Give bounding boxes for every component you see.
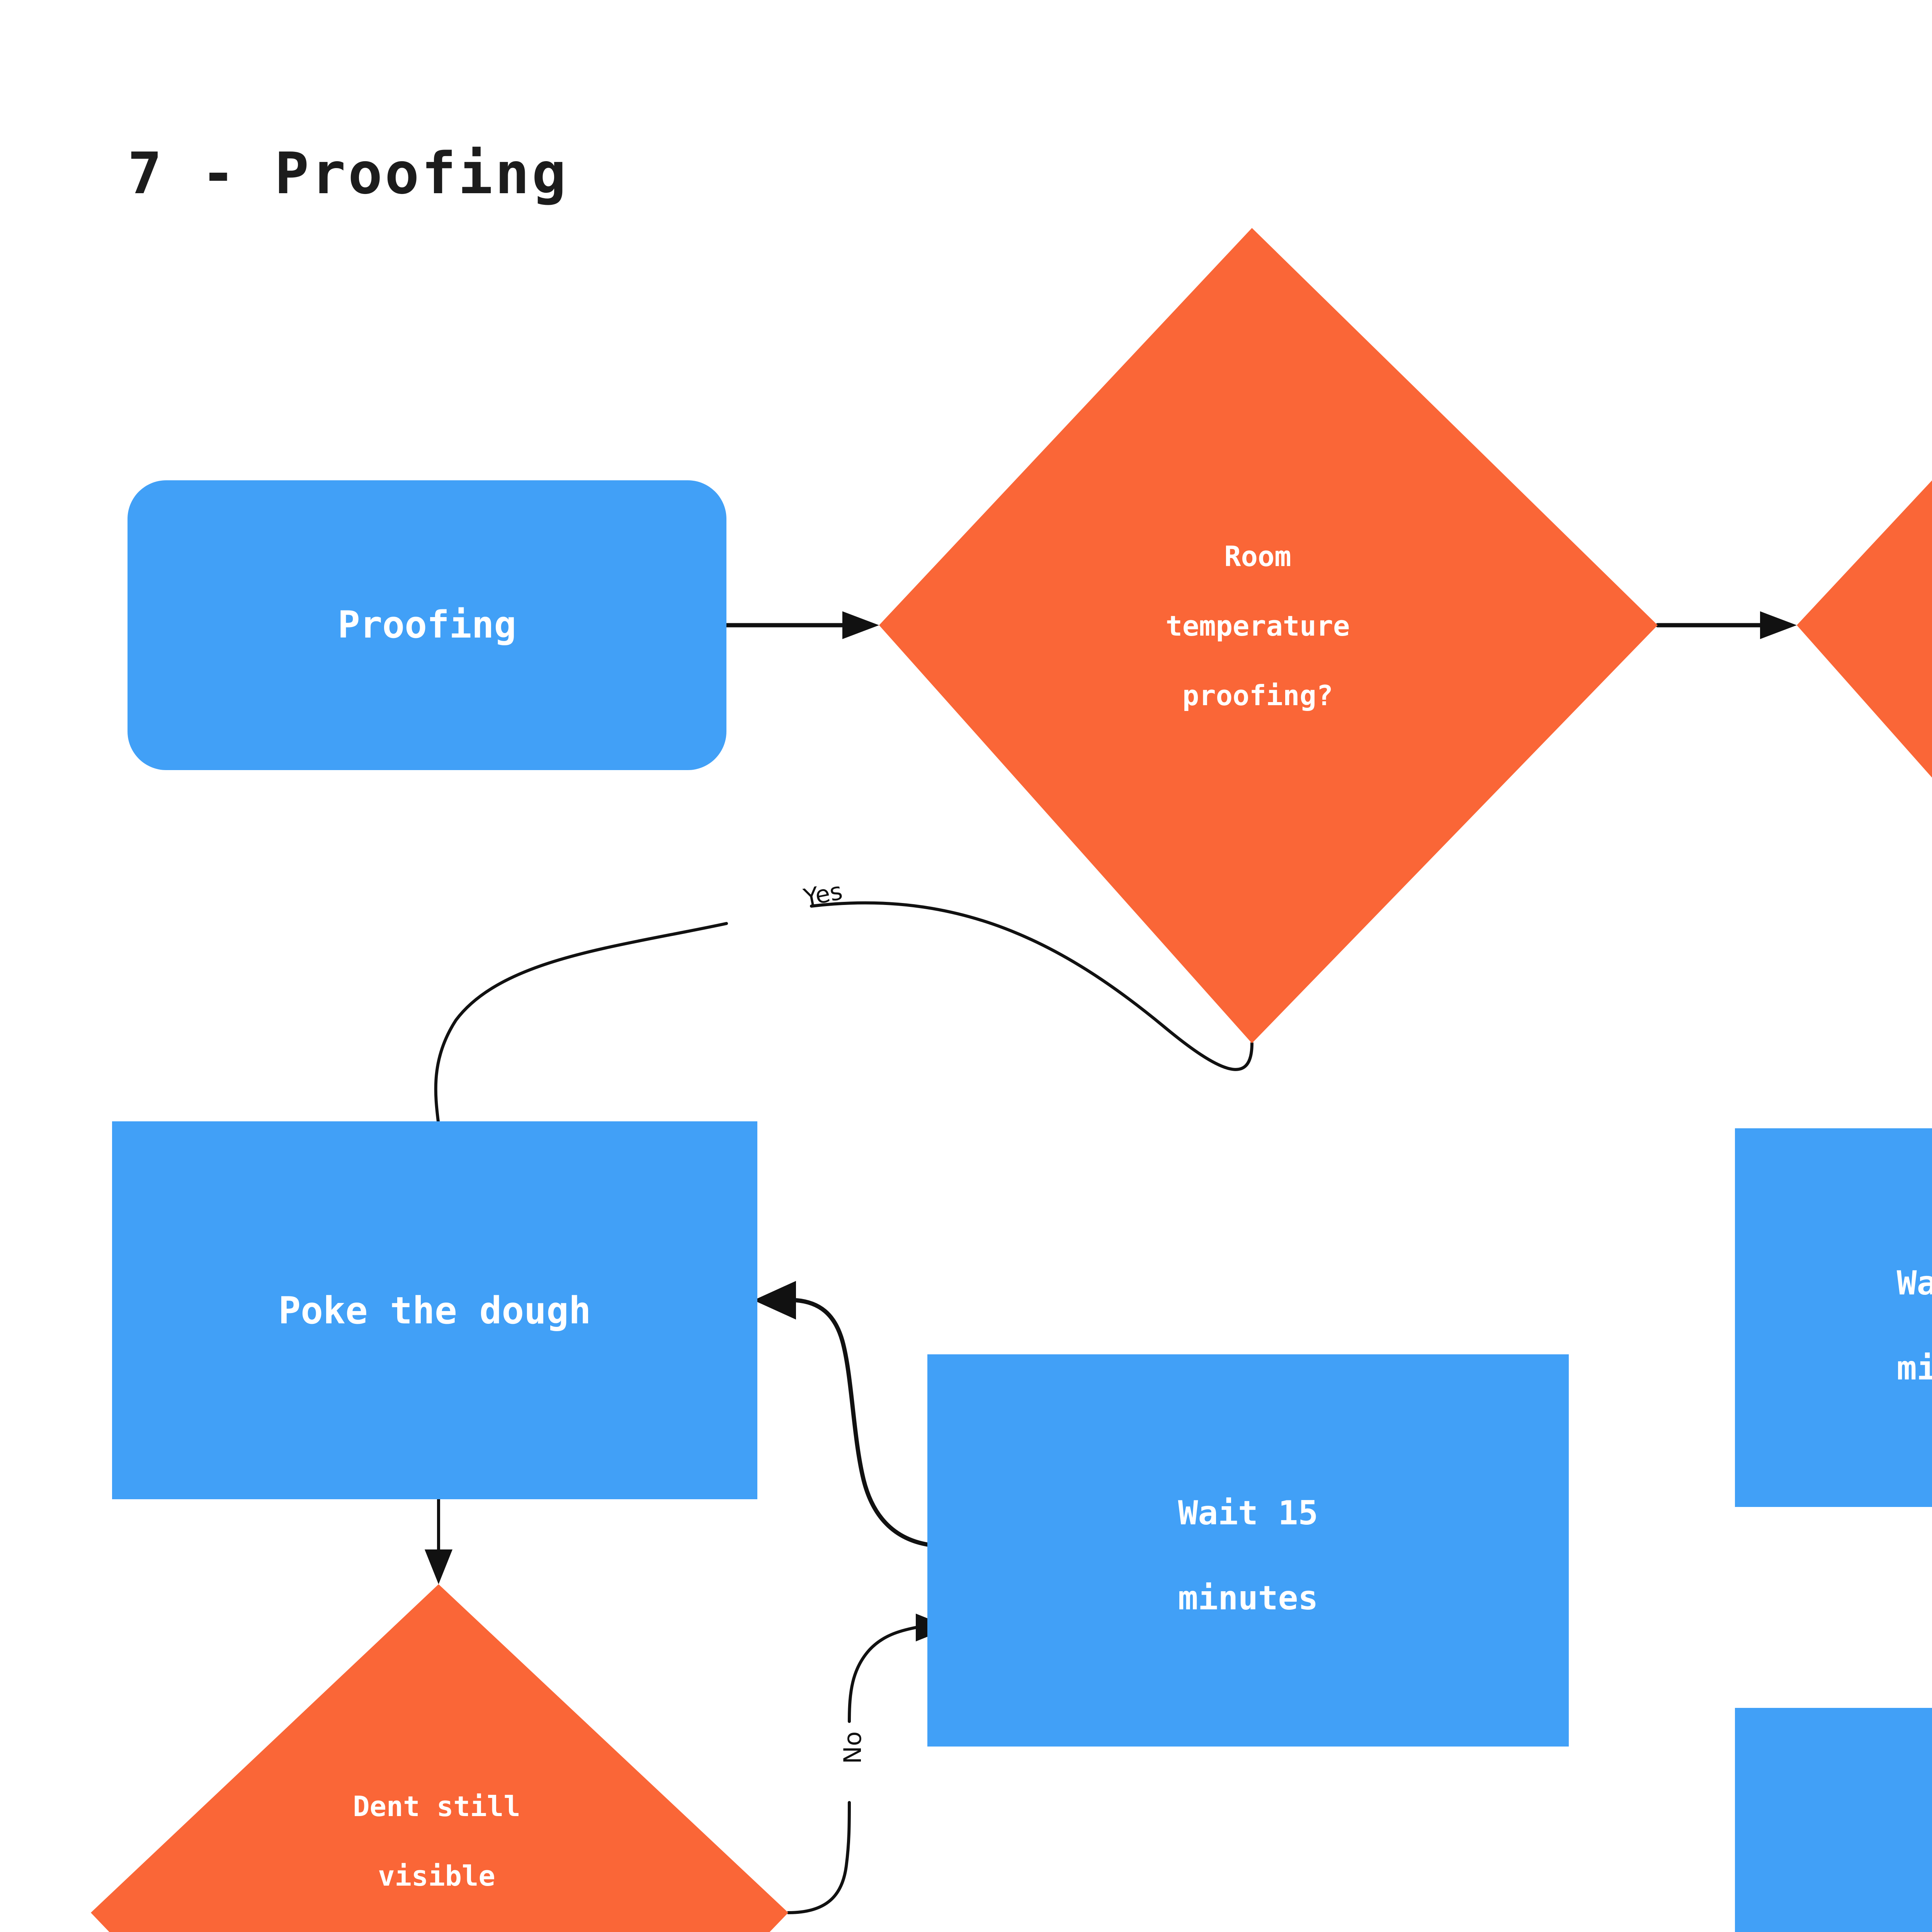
node-bake-in-10-16-hours[interactable]: Bake in 10-16 hours? <box>1797 228 1932 1043</box>
node-poke-the-dough[interactable]: Poke the dough <box>112 1121 757 1499</box>
node-waitright-line1: Wait 15 <box>1897 1264 1932 1303</box>
edge-roomtemp-to-bake1016 <box>1655 611 1797 639</box>
node-fridge-line2: fridge at 4°C <box>1931 1857 1932 1896</box>
edge-label-no-dent: No <box>838 1731 867 1764</box>
node-dent-line3: after 1 <box>378 1929 495 1932</box>
node-waitleft-line1: Wait 15 <box>1178 1494 1318 1532</box>
edge-roomtemp-to-poke <box>425 901 1253 1159</box>
edge-poke-to-dent <box>425 1498 452 1584</box>
node-roomtemp-line2: temperature <box>1166 610 1350 642</box>
node-dent-line1: Dent still <box>353 1790 520 1823</box>
node-proofing[interactable]: Proofing <box>128 480 726 770</box>
node-wait-15-minutes-right[interactable]: Wait 15 minutes <box>1735 1128 1932 1507</box>
edge-label-yes-roomtemp: Yes <box>801 877 845 912</box>
node-proof-in-fridge[interactable]: Proof in fridge at 4°C (40°F) <box>1735 1708 1932 1932</box>
node-waitright-line2: minutes <box>1897 1349 1932 1388</box>
node-roomtemp-line3: proofing? <box>1182 679 1333 712</box>
node-proofing-label: Proofing <box>338 603 516 646</box>
page-title: 7 - Proofing <box>128 140 568 207</box>
node-room-temperature-proofing[interactable]: Room temperature proofing? <box>879 228 1658 1043</box>
edge-proofing-to-roomtemp <box>724 611 879 639</box>
node-poke-label: Poke the dough <box>278 1289 591 1332</box>
edge-waitleft-to-poke <box>753 1281 937 1548</box>
edge-dent-to-waitleft <box>787 1614 951 1914</box>
node-roomtemp-line1: Room <box>1224 540 1291 573</box>
node-dent-line2: visible <box>378 1860 495 1892</box>
node-waitleft-line2: minutes <box>1178 1579 1318 1617</box>
node-dent-still-visible[interactable]: Dent still visible after 1 minute? <box>91 1584 788 1932</box>
node-wait-15-minutes-left[interactable]: Wait 15 minutes <box>927 1354 1569 1747</box>
